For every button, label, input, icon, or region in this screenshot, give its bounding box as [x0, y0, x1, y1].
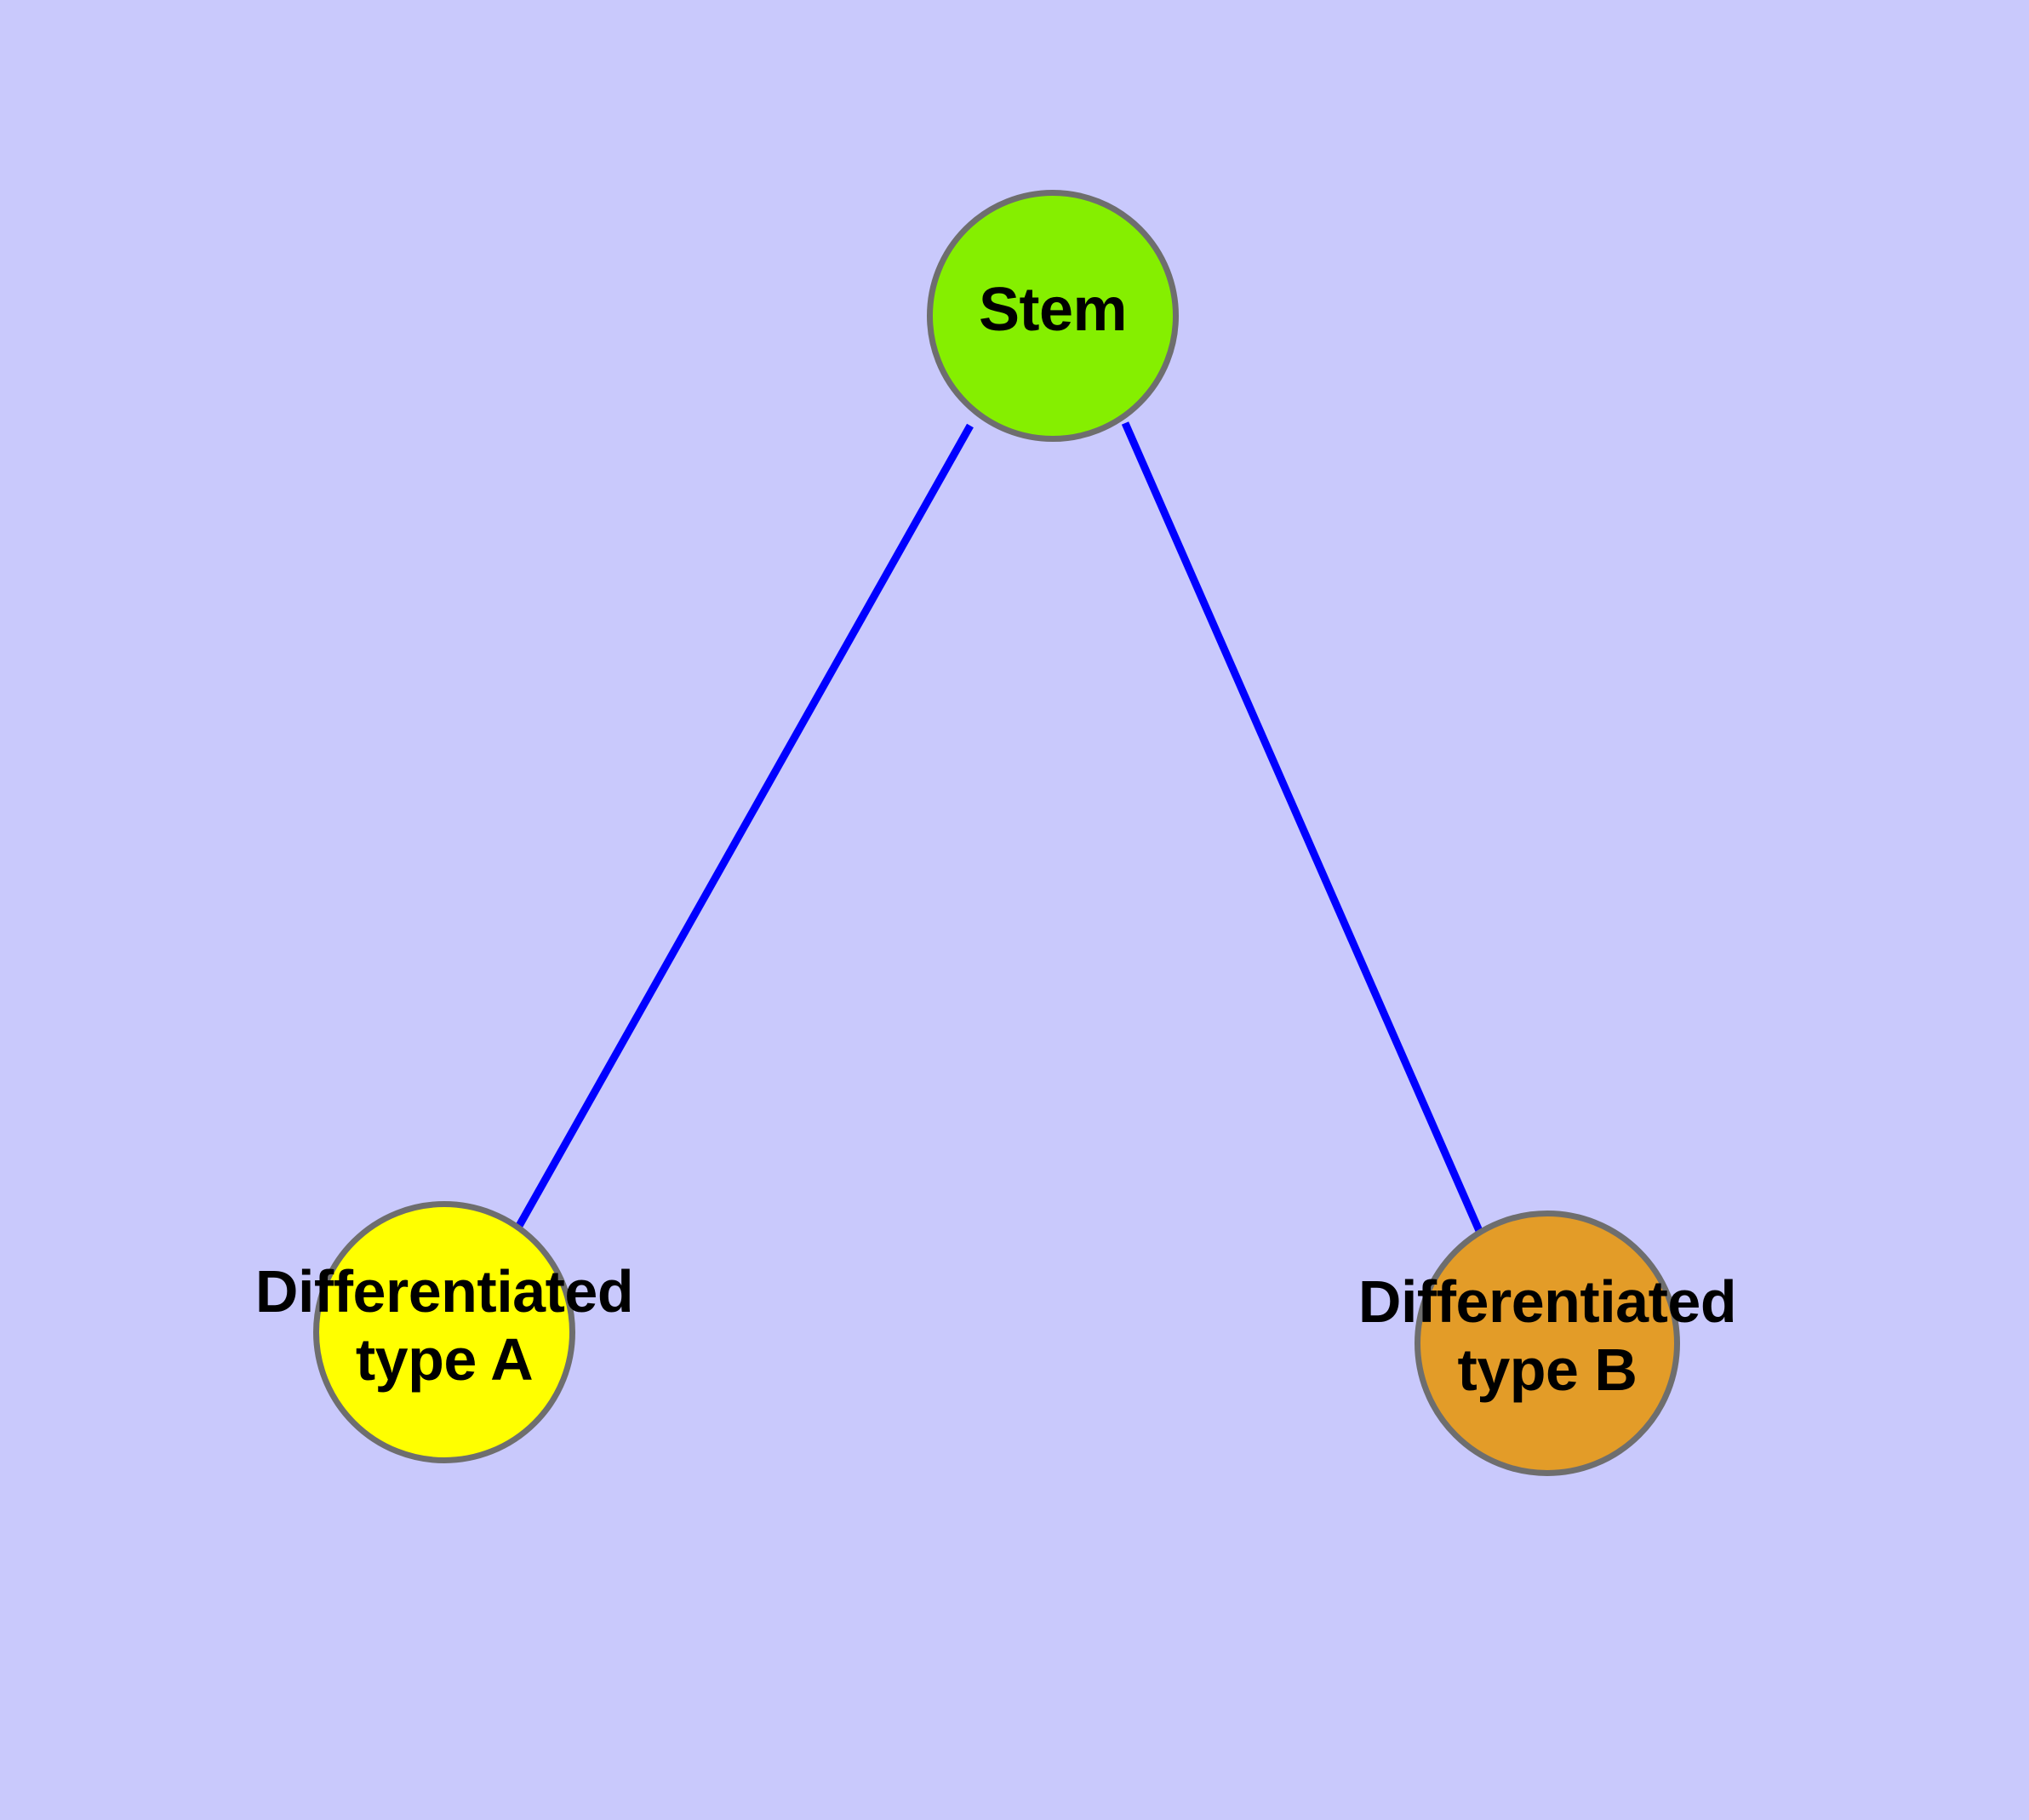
- node-differentiated-type-a[interactable]: [313, 1201, 575, 1463]
- edge-stem-to-differentiated-type-a[interactable]: [516, 423, 974, 1228]
- node-differentiated-type-b[interactable]: [1415, 1210, 1680, 1476]
- edge-stem-to-differentiated-type-b[interactable]: [1121, 421, 1487, 1240]
- node-stem[interactable]: [927, 190, 1179, 442]
